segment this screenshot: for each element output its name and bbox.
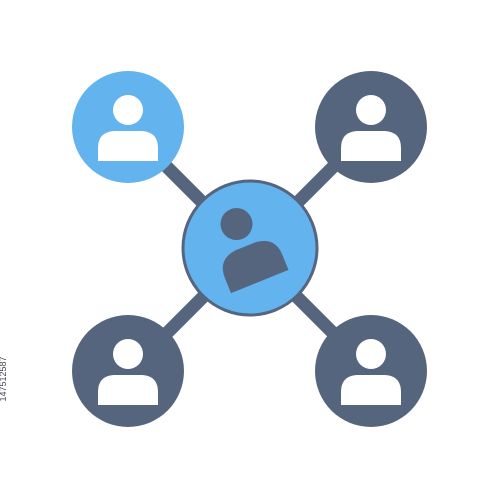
- user-icon: [98, 95, 158, 161]
- user-icon: [341, 95, 401, 161]
- central-user-node: [181, 179, 319, 317]
- user-icon: [98, 339, 158, 405]
- user-node-top-left: [72, 71, 184, 183]
- stock-id-label: 147512587: [0, 356, 8, 402]
- user-icon: [341, 339, 401, 405]
- user-node-bottom-left: [72, 315, 184, 427]
- user-node-top-right: [315, 71, 427, 183]
- central-user-icon: [220, 208, 289, 294]
- user-node-bottom-right: [315, 315, 427, 427]
